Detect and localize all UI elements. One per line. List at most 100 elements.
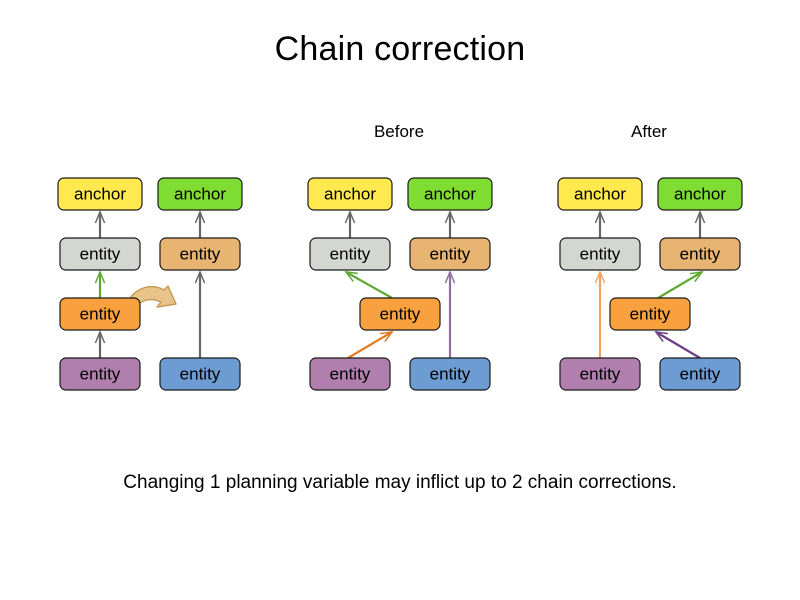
node-g1-entity-orange-label: entity xyxy=(80,304,121,323)
node-g1-entity-tan[interactable]: entity xyxy=(159,237,241,271)
node-g3-anchor-y[interactable]: anchor xyxy=(557,177,643,211)
node-g3-entity-orange[interactable]: entity xyxy=(609,297,691,331)
arrow-gray-to-yellow-anchor xyxy=(94,210,106,238)
node-g3-anchor-y-box[interactable] xyxy=(557,177,643,211)
arrow-purple-to-gray-head xyxy=(594,270,606,284)
node-g2-anchor-g[interactable]: anchor xyxy=(407,177,493,211)
arrow-orange-to-tan-shaft xyxy=(657,271,703,299)
node-g3-entity-tan-box[interactable] xyxy=(659,237,741,271)
node-g1-entity-tan-label: entity xyxy=(180,244,221,263)
arrow-purple-to-gray xyxy=(594,270,606,358)
node-g2-entity-gray-label: entity xyxy=(330,244,371,263)
node-g1-entity-tan-box[interactable] xyxy=(159,237,241,271)
node-g3-entity-blue-box[interactable] xyxy=(659,357,741,391)
column-label-after: After xyxy=(631,122,667,141)
node-g1-entity-orange[interactable]: entity xyxy=(59,297,141,331)
node-g2-anchor-y-box[interactable] xyxy=(307,177,393,211)
arrow-orange-to-tan-head xyxy=(690,271,704,283)
arrow-blue-to-orange-shaft xyxy=(655,331,701,359)
node-g3-anchor-g[interactable]: anchor xyxy=(657,177,743,211)
arrow-orange-to-gray-head xyxy=(344,271,358,282)
arrow-tan-to-green-anchor-head xyxy=(444,210,456,224)
arrow-tan-to-green-anchor-head xyxy=(194,210,206,224)
node-g2-entity-orange-box[interactable] xyxy=(359,297,441,331)
arrow-purple-to-orange xyxy=(347,331,394,359)
arrow-gray-to-yellow-anchor xyxy=(594,210,606,238)
node-g2-anchor-y-label: anchor xyxy=(324,184,376,203)
arrow-blue-to-tan-head xyxy=(444,270,456,284)
node-g3-entity-purple[interactable]: entity xyxy=(559,357,641,391)
node-g3-entity-tan-label: entity xyxy=(680,244,721,263)
arrow-purple-to-orange-shaft xyxy=(347,331,393,359)
arrow-tan-to-green-anchor xyxy=(444,210,456,238)
node-g2-entity-purple[interactable]: entity xyxy=(309,357,391,391)
node-g3-entity-purple-box[interactable] xyxy=(559,357,641,391)
node-g2-entity-tan[interactable]: entity xyxy=(409,237,491,271)
node-g1-entity-purple[interactable]: entity xyxy=(59,357,141,391)
node-g3-entity-tan[interactable]: entity xyxy=(659,237,741,271)
arrow-orange-to-gray xyxy=(94,270,106,298)
node-g1-entity-purple-box[interactable] xyxy=(59,357,141,391)
node-g1-entity-gray[interactable]: entity xyxy=(59,237,141,271)
arrow-blue-to-orange xyxy=(654,331,701,359)
group-initial: anchor anchor entity entity entity entity enti… xyxy=(57,177,243,391)
node-g2-entity-purple-box[interactable] xyxy=(309,357,391,391)
arrow-gray-to-yellow-anchor-head xyxy=(594,210,606,224)
node-g1-entity-purple-label: entity xyxy=(80,364,121,383)
node-g3-entity-orange-box[interactable] xyxy=(609,297,691,331)
node-g2-anchor-g-box[interactable] xyxy=(407,177,493,211)
arrow-orange-to-gray-head xyxy=(94,270,106,284)
arrow-orange-to-gray-shaft xyxy=(345,271,393,299)
node-g1-anchor-g[interactable]: anchor xyxy=(157,177,243,211)
node-g2-entity-blue-label: entity xyxy=(430,364,471,383)
node-g3-entity-blue-label: entity xyxy=(680,364,721,383)
group-after: anchor anchor entity entity entity entity enti… xyxy=(557,177,743,391)
caption-text: Changing 1 planning variable may inflict… xyxy=(123,472,677,493)
arrow-orange-to-gray xyxy=(344,271,393,299)
node-g2-anchor-y[interactable]: anchor xyxy=(307,177,393,211)
node-g3-anchor-g-label: anchor xyxy=(674,184,726,203)
node-g2-entity-tan-box[interactable] xyxy=(409,237,491,271)
node-g2-entity-gray[interactable]: entity xyxy=(309,237,391,271)
node-g3-anchor-g-box[interactable] xyxy=(657,177,743,211)
node-g2-entity-gray-box[interactable] xyxy=(309,237,391,271)
arrow-blue-to-tan xyxy=(444,270,456,358)
arrow-gray-to-yellow-anchor-head xyxy=(344,210,356,224)
node-g3-entity-gray[interactable]: entity xyxy=(559,237,641,271)
arrow-blue-to-orange-head xyxy=(654,331,668,343)
node-g1-anchor-y-box[interactable] xyxy=(57,177,143,211)
arrow-purple-to-orange xyxy=(94,330,106,358)
node-g2-entity-orange-label: entity xyxy=(380,304,421,323)
node-g1-entity-blue-box[interactable] xyxy=(159,357,241,391)
node-g2-entity-orange[interactable]: entity xyxy=(359,297,441,331)
node-g1-entity-blue-label: entity xyxy=(180,364,221,383)
node-g1-anchor-y[interactable]: anchor xyxy=(57,177,143,211)
node-g3-entity-purple-label: entity xyxy=(580,364,621,383)
page-title: Chain correction xyxy=(274,30,526,68)
group-before: anchor anchor entity entity entity entity enti… xyxy=(307,177,493,391)
node-g2-entity-blue[interactable]: entity xyxy=(409,357,491,391)
node-g2-anchor-g-label: anchor xyxy=(424,184,476,203)
node-g3-entity-orange-label: entity xyxy=(630,304,671,323)
node-g1-entity-orange-box[interactable] xyxy=(59,297,141,331)
node-g3-entity-gray-label: entity xyxy=(580,244,621,263)
node-g3-entity-blue[interactable]: entity xyxy=(659,357,741,391)
node-g3-entity-gray-box[interactable] xyxy=(559,237,641,271)
node-g1-entity-gray-box[interactable] xyxy=(59,237,141,271)
arrow-tan-to-green-anchor-head xyxy=(694,210,706,224)
arrow-blue-to-tan-head xyxy=(194,270,206,284)
arrow-tan-to-green-anchor xyxy=(694,210,706,238)
node-g1-entity-blue[interactable]: entity xyxy=(159,357,241,391)
arrow-tan-to-green-anchor xyxy=(194,210,206,238)
arrow-orange-to-tan xyxy=(657,271,704,299)
arrow-purple-to-orange-head xyxy=(380,331,394,343)
node-g1-anchor-g-box[interactable] xyxy=(157,177,243,211)
node-g2-entity-blue-box[interactable] xyxy=(409,357,491,391)
node-g2-entity-purple-label: entity xyxy=(330,364,371,383)
node-g1-anchor-y-label: anchor xyxy=(74,184,126,203)
arrow-blue-to-tan xyxy=(194,270,206,358)
node-g3-anchor-y-label: anchor xyxy=(574,184,626,203)
arrow-gray-to-yellow-anchor-head xyxy=(94,210,106,224)
arrow-purple-to-orange-head xyxy=(94,330,106,344)
